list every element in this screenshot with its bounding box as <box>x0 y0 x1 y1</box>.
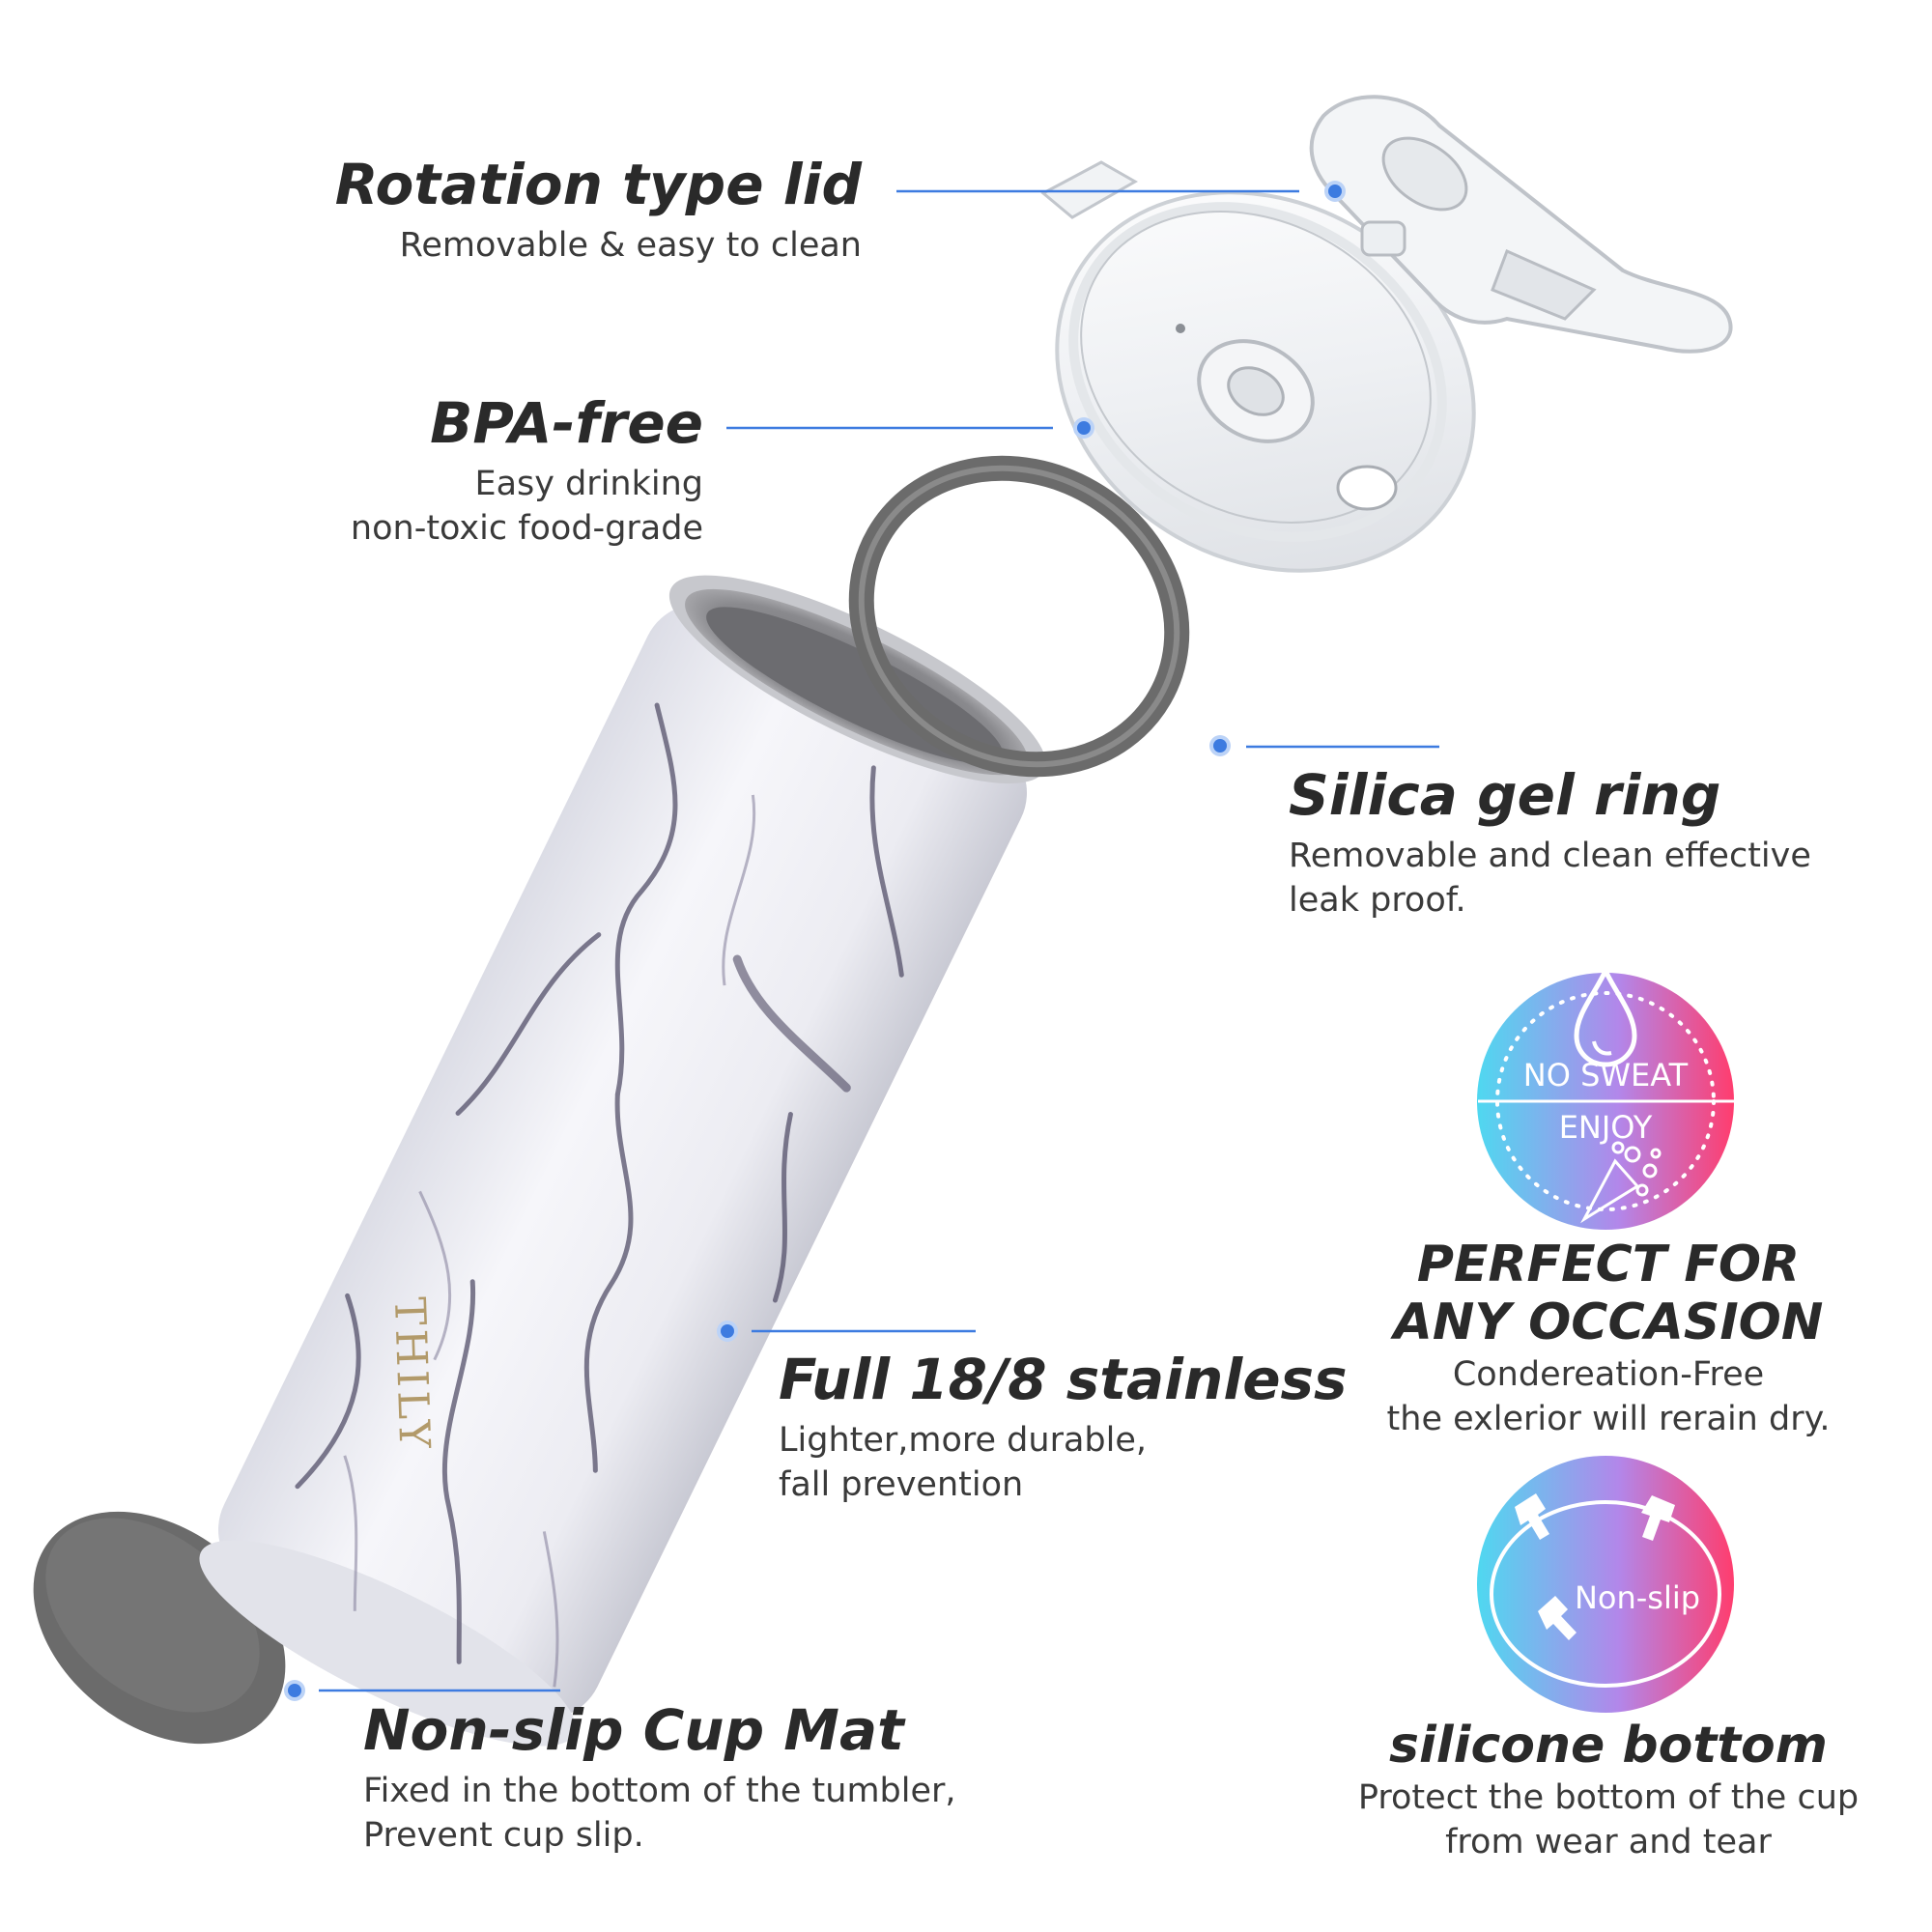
feature-occasion: PERFECT FOR ANY OCCASION Condereation-Fr… <box>1362 1236 1855 1442</box>
feature-lid: Rotation type lid Removable & easy to cl… <box>335 153 862 268</box>
feature-mat: Non-slip Cup Mat Fixed in the bottom of … <box>363 1698 956 1859</box>
callout-lines <box>319 189 1439 1692</box>
feature-bpa-desc-1: Easy drinking <box>474 464 703 503</box>
feature-steel: Full 18/8 stainless Lighter,more durable… <box>779 1348 1348 1508</box>
feature-bpa-title: BPA-free <box>430 390 703 456</box>
feature-lid-title: Rotation type lid <box>334 152 862 217</box>
feature-mat-desc-1: Fixed in the bottom of the tumbler, <box>363 1771 956 1810</box>
feature-mat-desc-2: Prevent cup slip. <box>363 1816 644 1856</box>
feature-ring-desc-2: leak proof. <box>1289 881 1466 921</box>
water-drop-icon <box>1574 965 1637 1067</box>
pushpin-icon <box>1515 1493 1675 1640</box>
feature-ring: Silica gel ring Removable and clean effe… <box>1289 763 1811 923</box>
rotation-lid <box>1040 160 1476 573</box>
brand-logo: THILY <box>384 1296 440 1453</box>
feature-bpa: BPA-free Easy drinking non-toxic food-gr… <box>351 391 703 552</box>
silica-gel-ring <box>848 455 1190 778</box>
confetti-cone-icon <box>1580 1141 1662 1224</box>
lid-slider-piece <box>1309 95 1733 354</box>
feature-steel-desc-2: fall prevention <box>779 1465 1024 1505</box>
feature-mat-title: Non-slip Cup Mat <box>363 1697 904 1763</box>
feature-silicone-desc-2: from wear and tear <box>1445 1823 1772 1862</box>
badge-no-sweat-text: NO SWEAT <box>1523 1057 1689 1094</box>
feature-occasion-desc-2: the exlerior will rerain dry. <box>1386 1400 1831 1439</box>
feature-lid-desc: Removable & easy to clean <box>399 225 862 265</box>
feature-silicone: silicone bottom Protect the bottom of th… <box>1352 1717 1864 1865</box>
feature-ring-title: Silica gel ring <box>1289 762 1721 828</box>
feature-silicone-desc-1: Protect the bottom of the cup <box>1357 1777 1860 1817</box>
feature-occasion-title-2: ANY OCCASION <box>1393 1293 1824 1351</box>
no-sweat-badge: NO SWEAT ENJOY <box>1477 965 1734 1230</box>
feature-ring-desc-1: Removable and clean effective <box>1289 836 1811 875</box>
feature-steel-desc-1: Lighter,more durable, <box>779 1420 1148 1460</box>
feature-occasion-desc-1: Condereation-Free <box>1452 1354 1765 1394</box>
badge-enjoy-text: ENJOY <box>1559 1109 1653 1146</box>
non-slip-badge: Non-slip <box>1477 1456 1734 1713</box>
feature-occasion-title-1: PERFECT FOR <box>1416 1236 1801 1293</box>
feature-steel-title: Full 18/8 stainless <box>779 1347 1348 1412</box>
feature-bpa-desc-2: non-toxic food-grade <box>350 509 703 549</box>
callout-dots <box>284 181 1346 1701</box>
feature-silicone-title: silicone bottom <box>1389 1717 1828 1775</box>
badge-non-slip-text: Non-slip <box>1575 1579 1700 1616</box>
